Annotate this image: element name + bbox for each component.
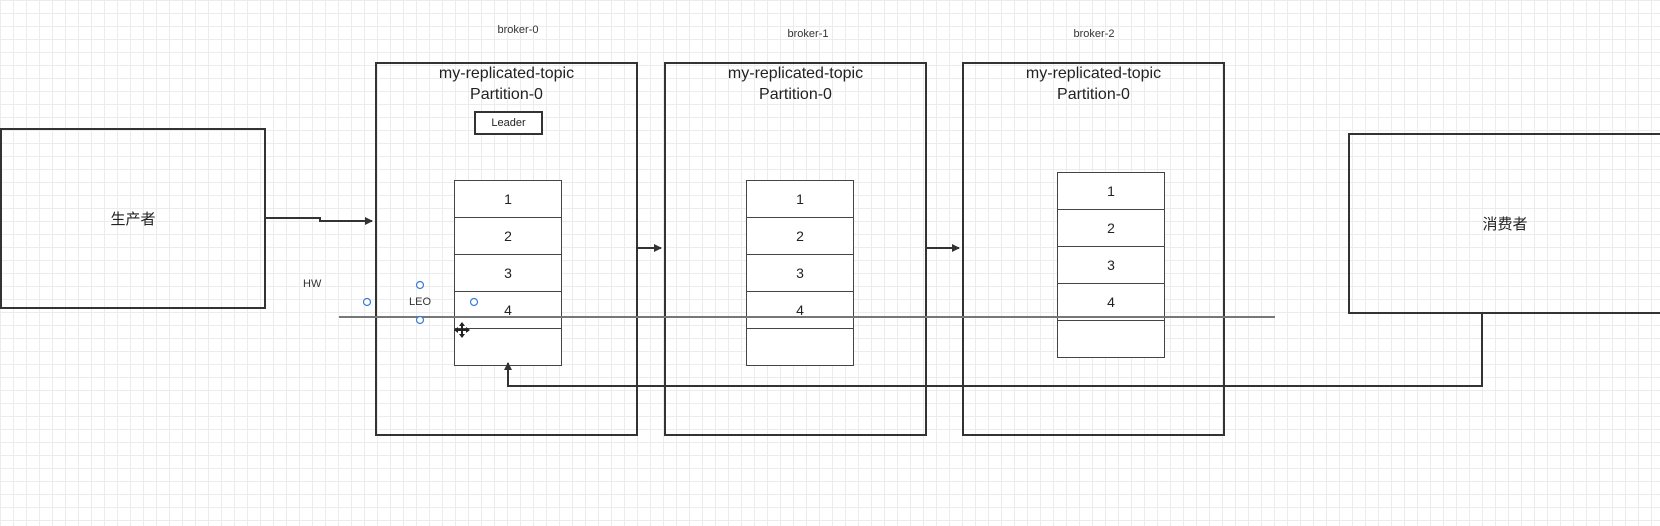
log-cell[interactable] (1057, 321, 1165, 358)
topic-name: my-replicated-topic (438, 65, 575, 82)
log-cell[interactable] (746, 329, 854, 366)
topic-name: my-replicated-topic (727, 65, 864, 82)
hw-label: HW (303, 278, 322, 290)
log-cell[interactable]: 1 (454, 180, 562, 218)
log-cell[interactable]: 4 (746, 292, 854, 329)
move-cursor-icon (454, 322, 470, 338)
log-cell[interactable]: 4 (454, 292, 562, 329)
broker-2-label: broker-2 (1073, 28, 1115, 40)
topic-name: my-replicated-topic (1025, 65, 1162, 82)
log-cell[interactable]: 2 (454, 218, 562, 255)
broker-2-box[interactable] (962, 62, 1225, 436)
log-cell[interactable]: 1 (746, 180, 854, 218)
log-cell[interactable]: 3 (454, 255, 562, 292)
producer-box[interactable]: 生产者 (0, 128, 266, 309)
broker-2-title: my-replicated-topic Partition-0 (962, 63, 1225, 105)
selection-handle[interactable] (415, 315, 425, 325)
leader-badge[interactable]: Leader (474, 111, 543, 135)
log-cell[interactable]: 1 (1057, 172, 1165, 210)
consumer-to-broker-0-arrow[interactable] (504, 314, 1483, 387)
partition-name: Partition-0 (759, 86, 832, 103)
broker-1-title: my-replicated-topic Partition-0 (664, 63, 927, 105)
partition-name: Partition-0 (1057, 86, 1130, 103)
broker-1-log: 1 2 3 4 (746, 180, 854, 366)
broker-0-title: my-replicated-topic Partition-0 (375, 63, 638, 105)
partition-name: Partition-0 (470, 86, 543, 103)
log-cell[interactable]: 4 (1057, 284, 1165, 321)
broker-1-label: broker-1 (787, 28, 829, 40)
consumer-label: 消费者 (1482, 215, 1528, 233)
log-cell[interactable]: 3 (1057, 247, 1165, 284)
producer-to-broker-0-arrow[interactable] (266, 217, 373, 225)
leo-label[interactable]: LEO (409, 296, 432, 308)
broker-0-label: broker-0 (497, 24, 539, 36)
broker-2-log: 1 2 3 4 (1057, 172, 1165, 358)
log-cell[interactable]: 2 (1057, 210, 1165, 247)
log-cell[interactable]: 2 (746, 218, 854, 255)
log-cell[interactable]: 3 (746, 255, 854, 292)
broker-1-box[interactable] (664, 62, 927, 436)
selection-handle[interactable] (469, 297, 479, 307)
consumer-box[interactable]: 消费者 (1348, 133, 1660, 314)
selection-handle[interactable] (362, 297, 372, 307)
selection-handle[interactable] (415, 280, 425, 290)
log-cell[interactable] (454, 329, 562, 366)
producer-label: 生产者 (110, 210, 156, 228)
broker-0-box[interactable] (375, 62, 638, 436)
broker-0-log: 1 2 3 4 (454, 180, 562, 366)
